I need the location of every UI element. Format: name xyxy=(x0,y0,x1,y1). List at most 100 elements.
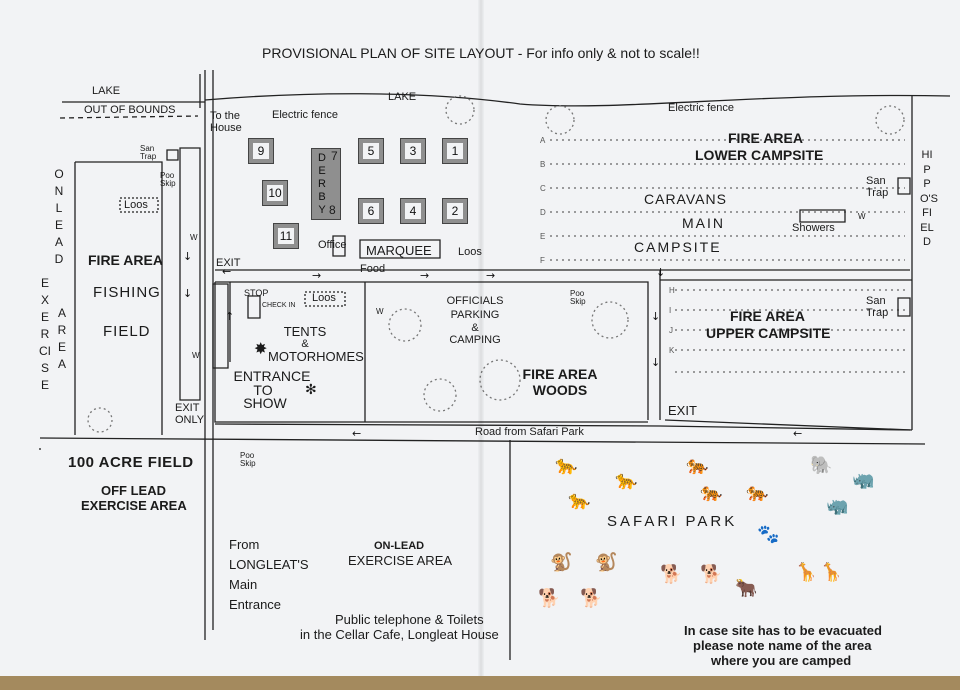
animal-icon-1: 🐆 xyxy=(555,455,578,475)
paper-fold xyxy=(478,0,484,676)
field-label: FIELD xyxy=(103,323,151,340)
row-letter-b: B xyxy=(540,160,546,169)
row-letter-e: E xyxy=(540,232,546,241)
svg-text:↓: ↓ xyxy=(651,310,660,323)
w-label-2: W xyxy=(192,351,200,360)
out-of-bounds-label: OUT OF BOUNDS xyxy=(84,104,176,116)
svg-text:←: ← xyxy=(352,427,361,440)
evacuation-note-2: please note name of the area xyxy=(693,638,872,653)
w-label-4: W xyxy=(376,307,384,316)
exercise-vertical-label: EXERCISE xyxy=(39,276,51,392)
evacuation-note-3: where you are camped xyxy=(711,653,852,668)
row-letter-f: F xyxy=(540,256,545,265)
w-label-1: W xyxy=(190,233,198,242)
row-letter-k: K xyxy=(669,346,675,355)
loos-label: Loos xyxy=(124,199,148,211)
electric-fence-label: Electric fence xyxy=(272,109,339,121)
plot-11: 11 xyxy=(273,223,299,249)
stop-label: STOP xyxy=(244,288,269,298)
to-the-house-label: To the House xyxy=(210,110,242,134)
map-paper xyxy=(0,0,960,676)
exit-only-label: EXIT ONLY xyxy=(175,402,205,426)
fishing-label: FISHING xyxy=(93,284,161,301)
exercise-area-label: EXERCISE AREA xyxy=(81,498,187,513)
plot-5: 5 xyxy=(358,138,384,164)
poo-skip-label-3: Poo Skip xyxy=(240,451,256,468)
svg-text:↓: ↓ xyxy=(183,250,192,263)
telephone-label-2: in the Cellar Cafe, Longleat House xyxy=(300,627,499,642)
showers-label: Showers xyxy=(792,222,835,234)
plot-6: 6 xyxy=(358,198,384,224)
poo-skip-label: Poo Skip xyxy=(160,171,176,188)
plot-9: 9 xyxy=(248,138,274,164)
svg-text:←: ← xyxy=(222,265,231,278)
plot-1: 1 xyxy=(442,138,468,164)
row-letter-i: I xyxy=(669,306,672,315)
loos-label-3: Loos xyxy=(312,292,336,304)
tree-icon: ✸ xyxy=(254,341,268,358)
animal-icon-13: 🐕 xyxy=(580,588,603,608)
svg-text:→: → xyxy=(312,269,321,282)
officials-label-4: CAMPING xyxy=(449,334,501,346)
tree-icon-2: ✻ xyxy=(305,381,317,397)
officials-label-3: & xyxy=(471,322,479,334)
longleats-label: LONGLEAT'S xyxy=(229,557,309,572)
tents-label: TENTS xyxy=(283,324,327,339)
san-trap-label: San Trap xyxy=(140,144,157,161)
animal-icon-5: 🐅 xyxy=(746,482,769,502)
main-label-2: Main xyxy=(229,577,258,592)
svg-text:→: → xyxy=(486,269,495,282)
check-in-label: CHECK IN xyxy=(262,302,296,309)
plot-10: 10 xyxy=(262,180,288,206)
telephone-label-1: Public telephone & Toilets xyxy=(335,612,484,627)
animal-icon-11: 🐂 xyxy=(735,578,758,598)
animal-icon-12: 🐕 xyxy=(538,588,561,608)
plot-2: 2 xyxy=(442,198,468,224)
row-letter-d: D xyxy=(540,208,546,217)
exercise-area-label-2: EXERCISE AREA xyxy=(348,553,453,568)
evacuation-note-1: In case site has to be evacuated xyxy=(684,623,882,638)
exit-label-2: EXIT xyxy=(668,403,697,418)
monkey-icon-2: 🐒 xyxy=(595,552,618,572)
plot-8-label: 8 xyxy=(329,203,336,217)
area-vertical-label: AREA xyxy=(57,306,67,371)
entrance-label-2: TO xyxy=(253,382,273,398)
animal-icon-4: 🐅 xyxy=(700,482,723,502)
road-from-safari-label: Road from Safari Park xyxy=(475,426,584,438)
san-trap-label-3: San Trap xyxy=(866,295,889,319)
svg-text:↓: ↓ xyxy=(651,356,660,369)
woods-label: WOODS xyxy=(532,382,588,398)
food-label: Food xyxy=(360,263,386,275)
animal-icon-2: 🐆 xyxy=(615,470,638,490)
elephant-icon: 🐘 xyxy=(810,455,833,475)
animal-icon-6: 🐆 xyxy=(568,490,591,510)
main-label: MAIN xyxy=(682,215,725,231)
lake-label-top: LAKE xyxy=(388,91,417,103)
fire-area-fishing-label: FIRE AREA xyxy=(88,252,163,268)
lake-label-left: LAKE xyxy=(92,85,121,97)
on-lead-vertical-label: ON LEAD xyxy=(54,167,64,266)
animal-icon-8: 🐾 xyxy=(757,524,780,544)
svg-text:↓: ↓ xyxy=(183,287,192,300)
animal-icon-3: 🐅 xyxy=(686,455,709,475)
row-letter-j: J xyxy=(669,326,673,335)
animal-icon-9: 🐕 xyxy=(660,564,683,584)
svg-text:→: → xyxy=(420,269,429,282)
officials-label-2: PARKING xyxy=(450,309,500,321)
entrance-label-1: ENTRANCE xyxy=(233,368,311,384)
animal-icon-7: 🦏 xyxy=(826,496,849,516)
upper-campsite-label: UPPER CAMPSITE xyxy=(706,325,831,341)
svg-text:←: ← xyxy=(793,427,802,440)
fire-area-upper-label: FIRE AREA xyxy=(730,308,805,324)
officials-label-1: OFFICIALS xyxy=(446,295,504,307)
fire-area-lower-label: FIRE AREA xyxy=(728,130,803,146)
monkey-icon-1: 🐒 xyxy=(550,552,573,572)
plot-7-label: 7 xyxy=(331,149,338,163)
lower-campsite-label: LOWER CAMPSITE xyxy=(695,147,824,163)
from-label: From xyxy=(229,537,260,552)
map-title: PROVISIONAL PLAN OF SITE LAYOUT - For in… xyxy=(262,45,700,61)
on-lead-label-2: ON-LEAD xyxy=(374,540,425,552)
exit-label: EXIT xyxy=(216,257,241,269)
animal-icon-10: 🐕 xyxy=(700,564,723,584)
